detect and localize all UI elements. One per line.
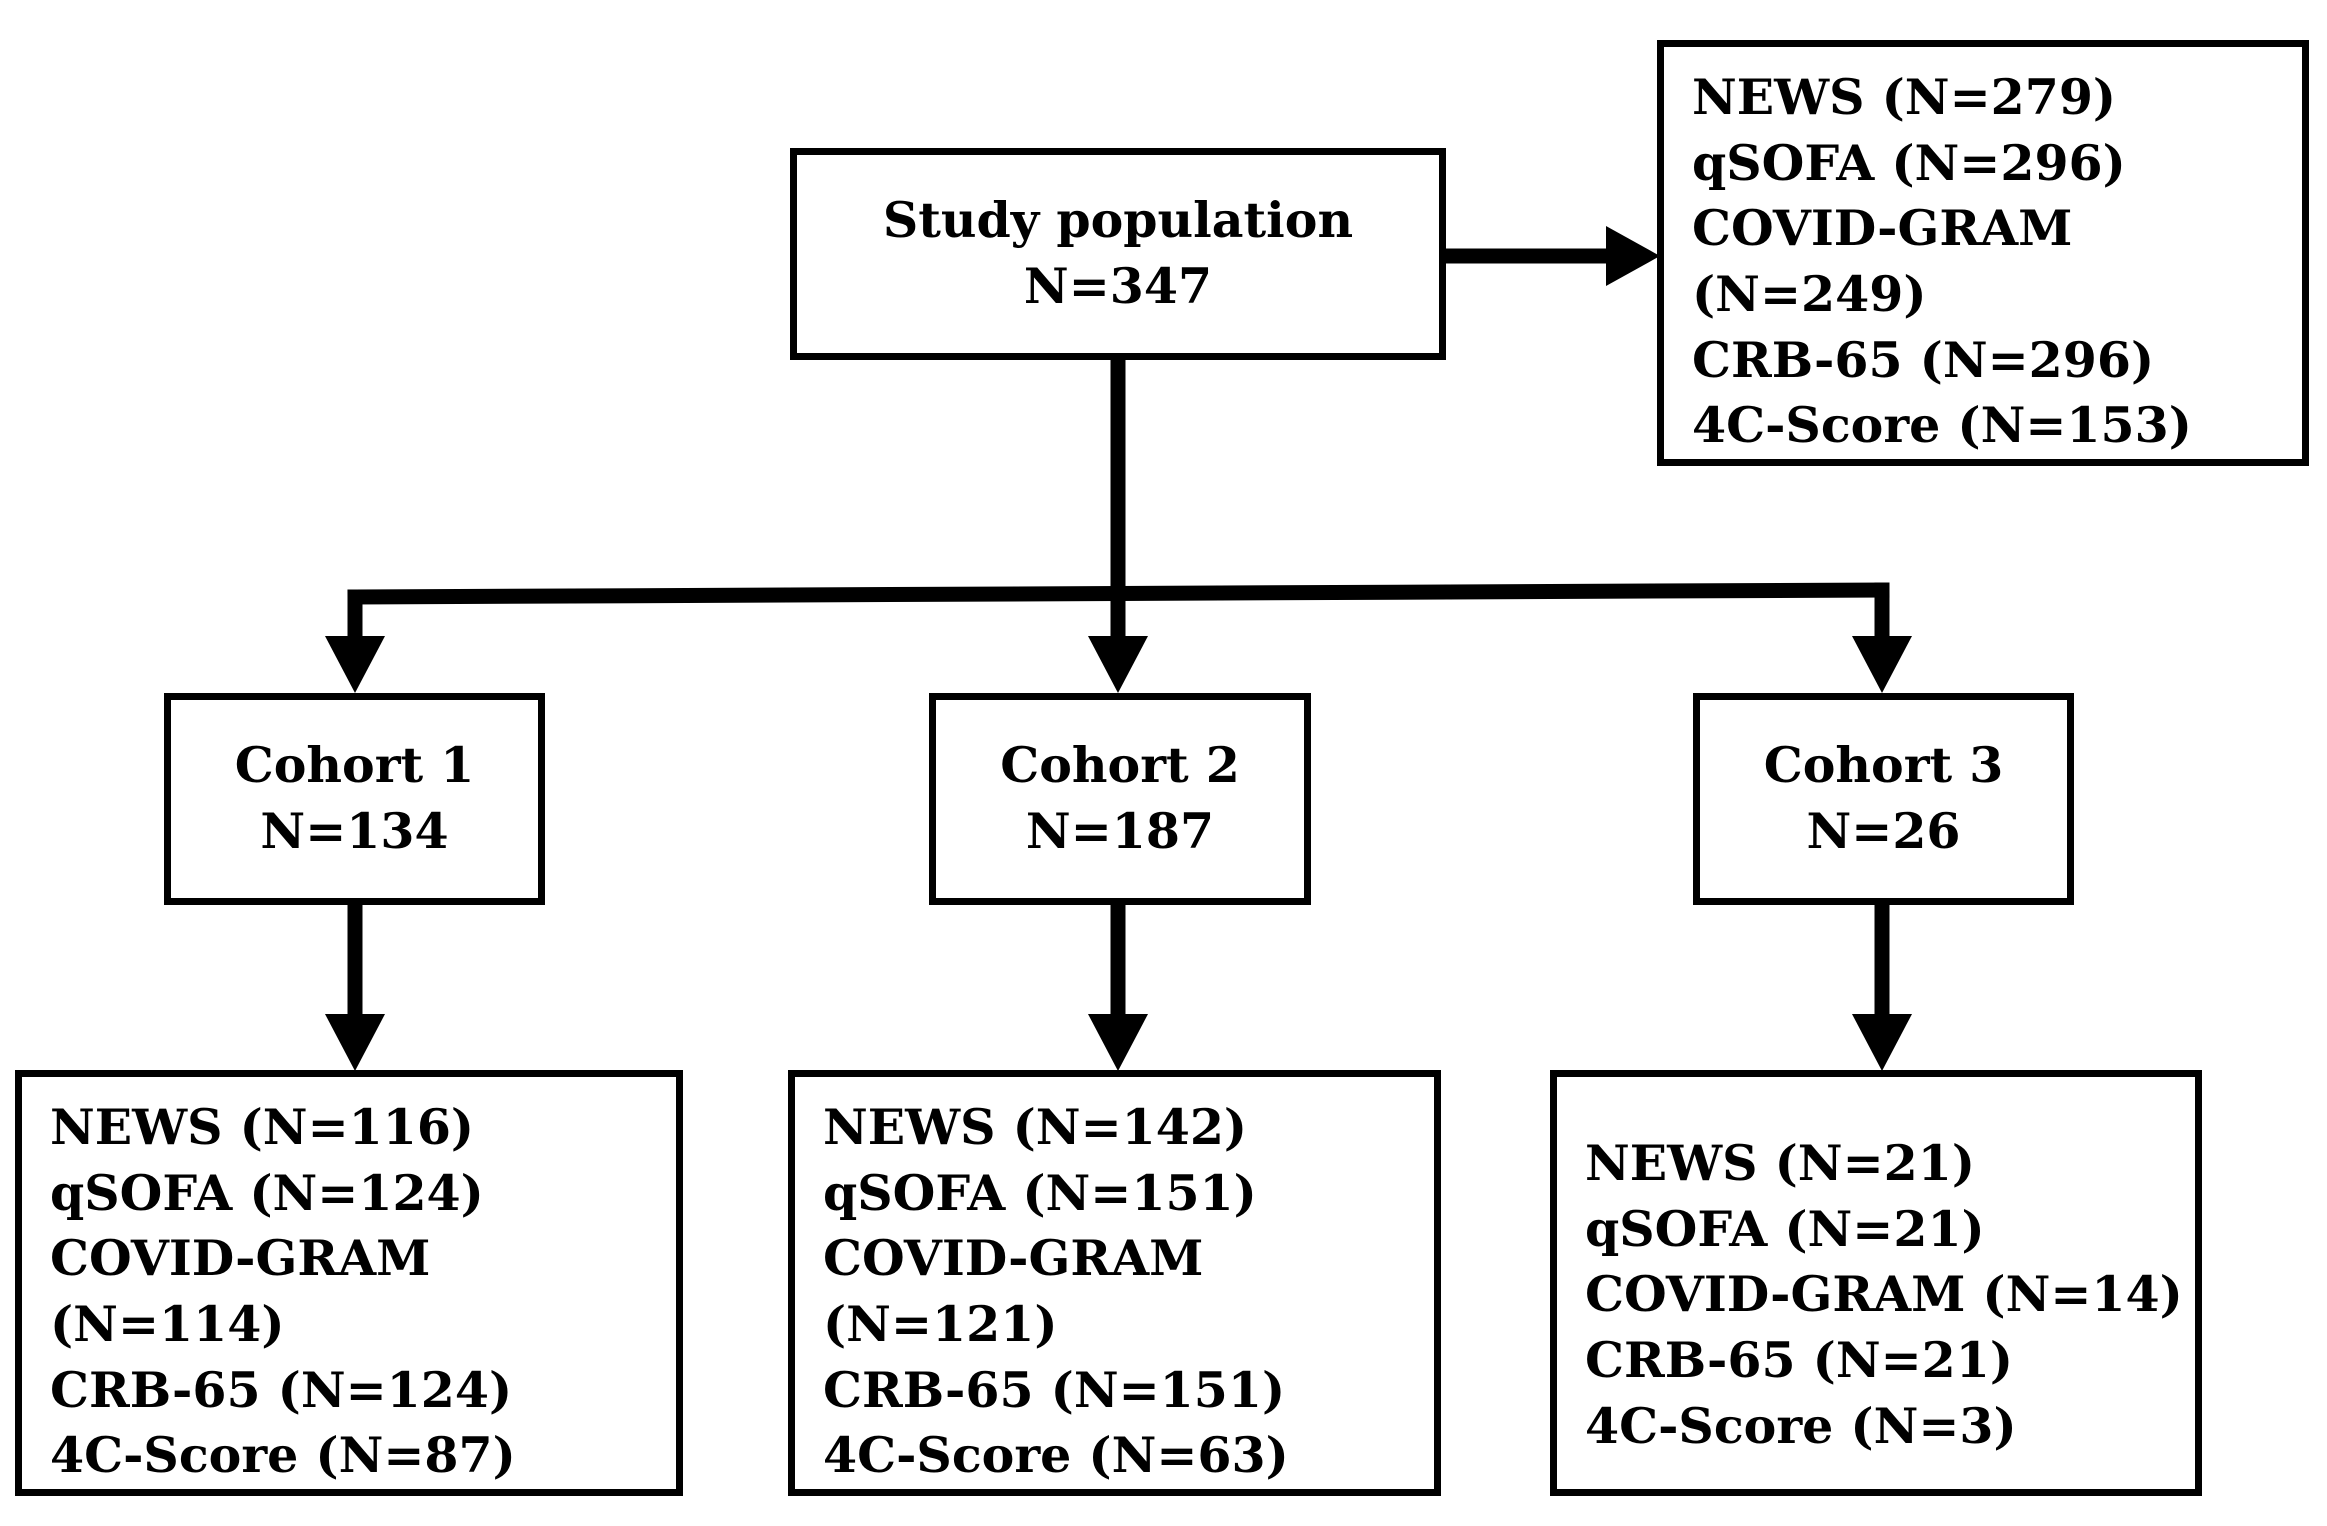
score-line: NEWS (N=21) (1585, 1134, 1976, 1192)
score-line: CRB-65 (N=296) (1692, 330, 2155, 389)
score-line: NEWS (N=142) (823, 1098, 1248, 1156)
study-population-box: Study population N=347 (790, 148, 1446, 360)
cohort-title: Cohort 1 (234, 736, 475, 795)
score-line: qSOFA (N=21) (1585, 1199, 1985, 1258)
score-line: (N=121) (823, 1294, 1058, 1353)
cohort-3-box: Cohort 3 N=26 (1693, 693, 2074, 905)
score-line: (N=249) (1692, 264, 1927, 323)
score-line: COVID-GRAM (N=14) (1585, 1265, 2183, 1324)
score-line: qSOFA (N=296) (1692, 133, 2126, 192)
score-line: 4C-Score (N=153) (1692, 396, 2192, 455)
arrowhead-down-result2 (1088, 1014, 1148, 1071)
study-count: N=347 (1023, 257, 1213, 315)
score-line: NEWS (N=279) (1692, 68, 2117, 126)
study-title: Study population (882, 191, 1354, 250)
cohort-2-scores-box: NEWS (N=142) qSOFA (N=151) COVID-GRAM (N… (788, 1070, 1441, 1496)
score-line: CRB-65 (N=124) (50, 1360, 513, 1419)
score-line: COVID-GRAM (1692, 199, 2073, 258)
arrowhead-right (1606, 226, 1660, 286)
cohort-2-box: Cohort 2 N=187 (929, 693, 1311, 905)
score-line: 4C-Score (N=63) (823, 1426, 1289, 1485)
cohort-1-box: Cohort 1 N=134 (164, 693, 545, 905)
arrowhead-down-result1 (325, 1014, 385, 1071)
arrowhead-down-cohort1 (325, 636, 385, 693)
cohort-3-scores-box: NEWS (N=21) qSOFA (N=21) COVID-GRAM (N=1… (1550, 1070, 2202, 1496)
score-line: (N=114) (50, 1294, 285, 1353)
arrowhead-down-cohort2 (1088, 636, 1148, 693)
score-line: CRB-65 (N=21) (1585, 1330, 2014, 1389)
arrowhead-down-result3 (1852, 1014, 1912, 1071)
cohort-title: Cohort 2 (1000, 736, 1240, 795)
score-line: 4C-Score (N=3) (1585, 1396, 2017, 1455)
score-line: qSOFA (N=151) (823, 1163, 1257, 1222)
cohort-1-scores-box: NEWS (N=116) qSOFA (N=124) COVID-GRAM (N… (15, 1070, 683, 1496)
score-line: CRB-65 (N=151) (823, 1360, 1286, 1419)
cohort-count: N=26 (1806, 802, 1961, 860)
score-line: NEWS (N=116) (50, 1098, 475, 1156)
cohort-title: Cohort 3 (1763, 736, 2004, 795)
score-line: qSOFA (N=124) (50, 1163, 484, 1222)
score-line: 4C-Score (N=87) (50, 1426, 516, 1485)
cohort-count: N=187 (1025, 802, 1215, 860)
arrowhead-down-cohort3 (1852, 636, 1912, 693)
overall-scores-box: NEWS (N=279) qSOFA (N=296) COVID-GRAM (N… (1657, 40, 2309, 466)
cohort-count: N=134 (260, 802, 449, 860)
score-line: COVID-GRAM (50, 1229, 431, 1288)
score-line: COVID-GRAM (823, 1229, 1204, 1288)
